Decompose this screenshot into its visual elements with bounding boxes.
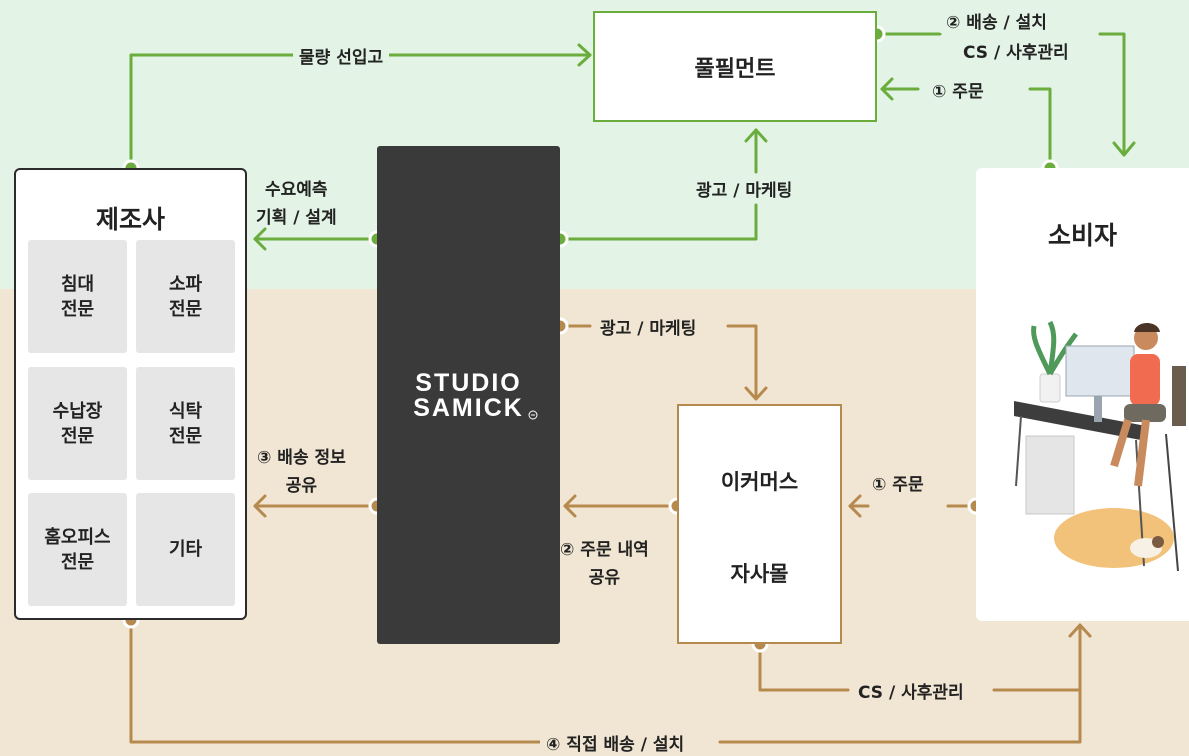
connector-cs-after-bottom bbox=[758, 642, 850, 692]
arrowhead-order-bottom bbox=[848, 494, 862, 518]
category-dining-table: 식탁 전문 bbox=[136, 367, 235, 480]
category-home-office: 홈오피스 전문 bbox=[28, 493, 127, 606]
studio-samick-node: STUDIO SAMICK bbox=[377, 146, 560, 644]
arrowhead-direct-delivery bbox=[1068, 623, 1092, 638]
ecommerce-node: 이커머스 자사몰 bbox=[677, 404, 842, 644]
arrowhead-order-top bbox=[880, 77, 894, 101]
flow-label-delivery-install-top: ② 배송 / 설치 bbox=[940, 8, 1053, 33]
logo-mark-icon bbox=[528, 410, 538, 420]
arrowhead-share-order-history bbox=[563, 494, 577, 518]
arrowhead-bulk-stock bbox=[577, 43, 592, 67]
category-bed: 침대 전문 bbox=[28, 240, 127, 353]
category-sofa: 소파 전문 bbox=[136, 240, 235, 353]
fulfillment-node: 풀필먼트 bbox=[593, 11, 877, 122]
flow-label-bulk-stock: 물량 선입고 bbox=[293, 43, 390, 68]
connector-bulk-stock bbox=[129, 53, 592, 170]
fulfillment-title: 풀필먼트 bbox=[694, 56, 776, 82]
arrowhead-ad-marketing-top bbox=[744, 128, 768, 143]
ecommerce-label: 이커머스 bbox=[720, 470, 799, 494]
consumer-node: 소비자 bbox=[976, 168, 1189, 621]
manufacturer-title: 제조사 bbox=[95, 205, 165, 234]
flow-label-cs-after-top: CS / 사후관리 bbox=[963, 43, 1069, 63]
studio-samick-logo: STUDIO SAMICK bbox=[413, 369, 524, 422]
flow-label-cs-after-bottom: CS / 사후관리 bbox=[852, 678, 970, 703]
flow-label-ad-marketing-bottom: 광고 / 마케팅 bbox=[594, 314, 703, 339]
connector-ad-marketing-top bbox=[558, 203, 758, 241]
flow-label-order-bottom: ① 주문 bbox=[866, 470, 930, 495]
connector-order-top bbox=[1028, 87, 1052, 170]
own-mall-label: 자사몰 bbox=[730, 562, 789, 586]
arrowhead-delivery-install-top bbox=[1112, 141, 1136, 157]
flow-label-ad-marketing-top: 광고 / 마케팅 bbox=[690, 176, 799, 201]
consumer-title: 소비자 bbox=[1047, 221, 1117, 250]
home-office-illustration bbox=[1014, 320, 1186, 572]
connector-ad-marketing-bottom-2 bbox=[726, 324, 758, 400]
arrowhead-share-delivery-info bbox=[253, 494, 267, 518]
flow-label-direct-delivery: ④ 직접 배송 / 설치 bbox=[540, 730, 691, 755]
category-other: 기타 bbox=[136, 493, 235, 606]
flow-label-share-order-history: ② 주문 내역 공유 bbox=[560, 540, 649, 588]
category-storage: 수납장 전문 bbox=[28, 367, 127, 480]
flow-label-order-top: ① 주문 bbox=[926, 77, 990, 102]
flow-label-share-delivery-info: ③ 배송 정보 공유 bbox=[257, 448, 346, 496]
manufacturer-node: 제조사 침대 전문 소파 전문 수납장 전문 식탁 전문 홈오피스 전문 기타 bbox=[14, 168, 247, 620]
flow-label-demand-forecast: 수요예측 기획 / 설계 bbox=[256, 180, 337, 228]
connector-direct-delivery-2 bbox=[718, 624, 1082, 744]
connector-direct-delivery bbox=[129, 618, 542, 744]
arrowhead-demand-forecast bbox=[253, 227, 267, 251]
arrowhead-ad-marketing-bottom bbox=[744, 386, 768, 401]
connector-delivery-install-top-2 bbox=[1098, 32, 1126, 155]
